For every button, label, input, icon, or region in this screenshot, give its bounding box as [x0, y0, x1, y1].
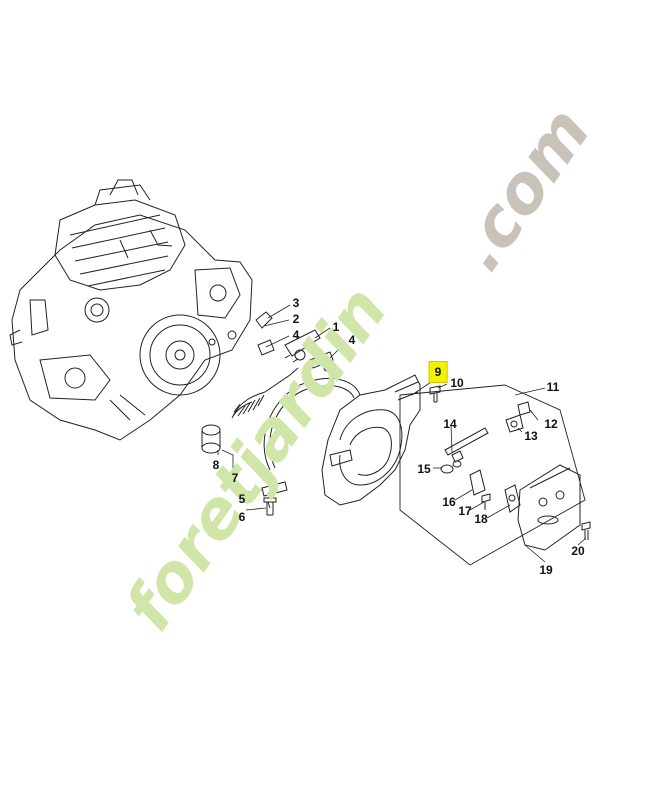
- callout-15[interactable]: 15: [417, 462, 431, 476]
- bushing-8: [201, 424, 221, 454]
- callout-8[interactable]: 8: [212, 458, 220, 472]
- callout-20[interactable]: 20: [571, 544, 585, 558]
- brake-band: [263, 377, 361, 471]
- callout-2[interactable]: 2: [292, 312, 300, 326]
- spring-7: [231, 367, 299, 419]
- callout-3[interactable]: 3: [292, 296, 300, 310]
- callout-6[interactable]: 6: [238, 510, 246, 524]
- callout-18[interactable]: 18: [474, 512, 488, 526]
- callout-10[interactable]: 10: [450, 376, 464, 390]
- callout-19[interactable]: 19: [539, 563, 553, 577]
- callout-4a[interactable]: 4: [292, 328, 300, 342]
- assembly-frame-11: [399, 384, 586, 566]
- callout-1[interactable]: 1: [332, 320, 340, 334]
- callout-11[interactable]: 11: [546, 380, 560, 394]
- bracket-5-screw-6: [261, 481, 288, 516]
- callout-12[interactable]: 12: [544, 417, 558, 431]
- leader-lines: [217, 304, 587, 563]
- cover-plate-19: [517, 464, 581, 551]
- parts-14-15: [440, 427, 489, 474]
- adjuster-parts: [255, 311, 334, 372]
- callout-5[interactable]: 5: [238, 492, 246, 506]
- callout-7[interactable]: 7: [231, 471, 239, 485]
- screw-20: [581, 521, 591, 540]
- callout-14[interactable]: 14: [443, 417, 457, 431]
- callout-16[interactable]: 16: [442, 495, 456, 509]
- parts-12-13: [505, 401, 531, 433]
- parts-16-17-18: [469, 469, 521, 513]
- sprocket-cover-9: [321, 374, 421, 506]
- callout-17[interactable]: 17: [458, 504, 472, 518]
- callout-9-highlighted[interactable]: 9: [428, 361, 448, 383]
- engine-block-illustration: [9, 179, 253, 441]
- callout-4b[interactable]: 4: [348, 333, 356, 347]
- screw-10: [429, 385, 441, 403]
- callout-13[interactable]: 13: [524, 429, 538, 443]
